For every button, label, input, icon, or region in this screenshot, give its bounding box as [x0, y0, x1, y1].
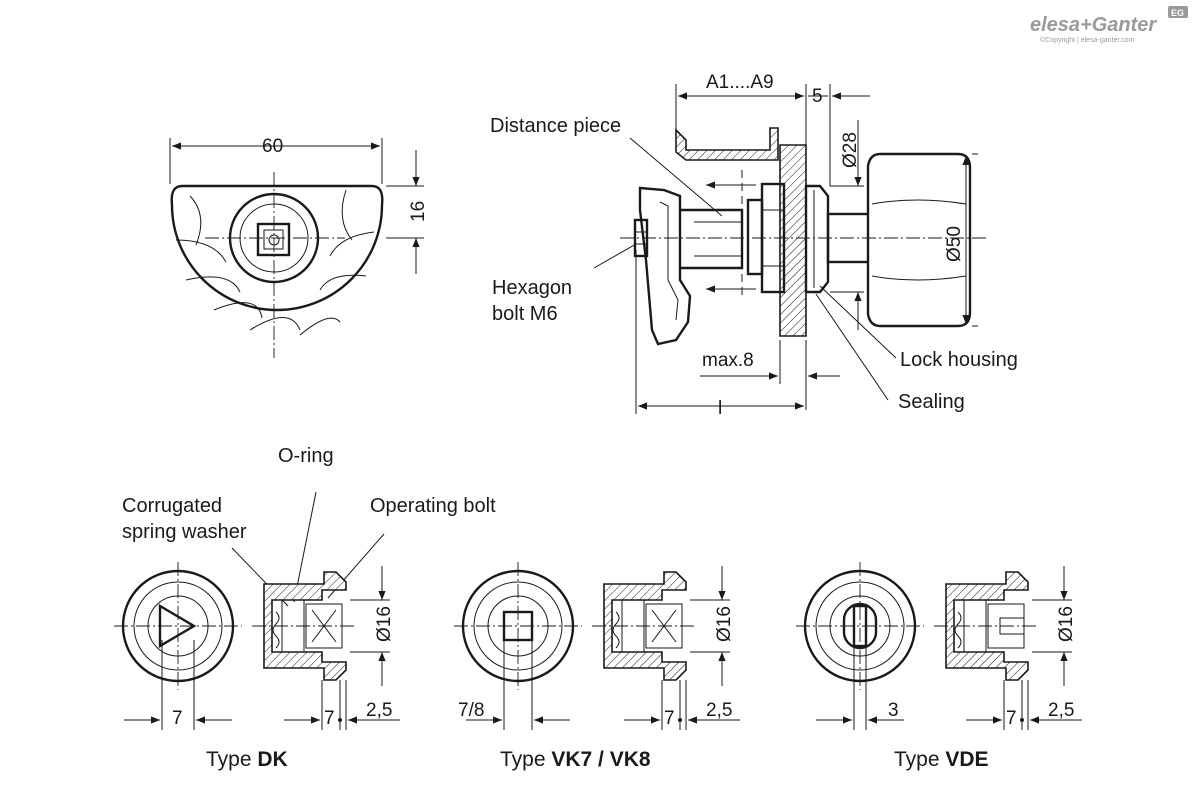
- svg-text:©Copyright | elesa-ganter.com: ©Copyright | elesa-ganter.com: [1040, 36, 1135, 44]
- dim-d50: Ø50: [944, 226, 965, 262]
- type-dk-drawing: [114, 562, 400, 730]
- type-vk-dim-d16: Ø16: [714, 606, 735, 642]
- dim-d28: Ø28: [840, 132, 861, 168]
- side-view: [593, 84, 986, 414]
- dim-max8: max.8: [702, 350, 754, 371]
- label-operating-bolt: Operating bolt: [370, 495, 496, 517]
- label-hexagon-bolt-line1: Hexagon: [492, 277, 572, 299]
- label-sealing: Sealing: [898, 391, 965, 413]
- type-vk-drawing: [454, 562, 740, 730]
- type-vde-dim-left: 3: [888, 700, 899, 721]
- type-vde-dim-7: 7: [1006, 708, 1017, 729]
- svg-text:elesa+Ganter: elesa+Ganter: [1030, 14, 1157, 36]
- type-vk-caption: Type VK7 / VK8: [500, 748, 651, 771]
- type-vk-dim-7: 7: [664, 708, 675, 729]
- label-hexagon-bolt-line2: bolt M6: [492, 303, 558, 325]
- label-corrugated-line1: Corrugated: [122, 495, 222, 517]
- type-dk-dim-d16: Ø16: [374, 606, 395, 642]
- front-view: [169, 138, 424, 358]
- type-vk-dim-left: 7/8: [458, 700, 484, 721]
- label-o-ring: O-ring: [278, 445, 334, 467]
- type-dk-dim-7: 7: [324, 708, 335, 729]
- svg-text:EG: EG: [1171, 8, 1184, 18]
- dim-l: l: [718, 398, 722, 419]
- label-lock-housing: Lock housing: [900, 349, 1018, 371]
- type-vde-dim-d16: Ø16: [1056, 606, 1077, 642]
- type-vk-dim-25: 2,5: [706, 700, 732, 721]
- dim-60: 60: [262, 136, 283, 157]
- brand-logo: elesa+Ganter EG ©Copyright | elesa-gante…: [1030, 6, 1188, 44]
- dim-a1-a9: A1....A9: [706, 72, 774, 93]
- type-vde-dim-25: 2,5: [1048, 700, 1074, 721]
- dim-5: 5: [812, 86, 823, 107]
- dim-16: 16: [408, 201, 429, 222]
- label-distance-piece: Distance piece: [490, 115, 621, 137]
- label-corrugated-line2: spring washer: [122, 521, 247, 543]
- type-dk-dim-left: 7: [172, 708, 183, 729]
- type-dk-caption: Type DK: [206, 748, 288, 771]
- type-vde-caption: Type VDE: [894, 748, 989, 771]
- type-dk-dim-25: 2,5: [366, 700, 392, 721]
- type-vde-drawing: [796, 562, 1082, 730]
